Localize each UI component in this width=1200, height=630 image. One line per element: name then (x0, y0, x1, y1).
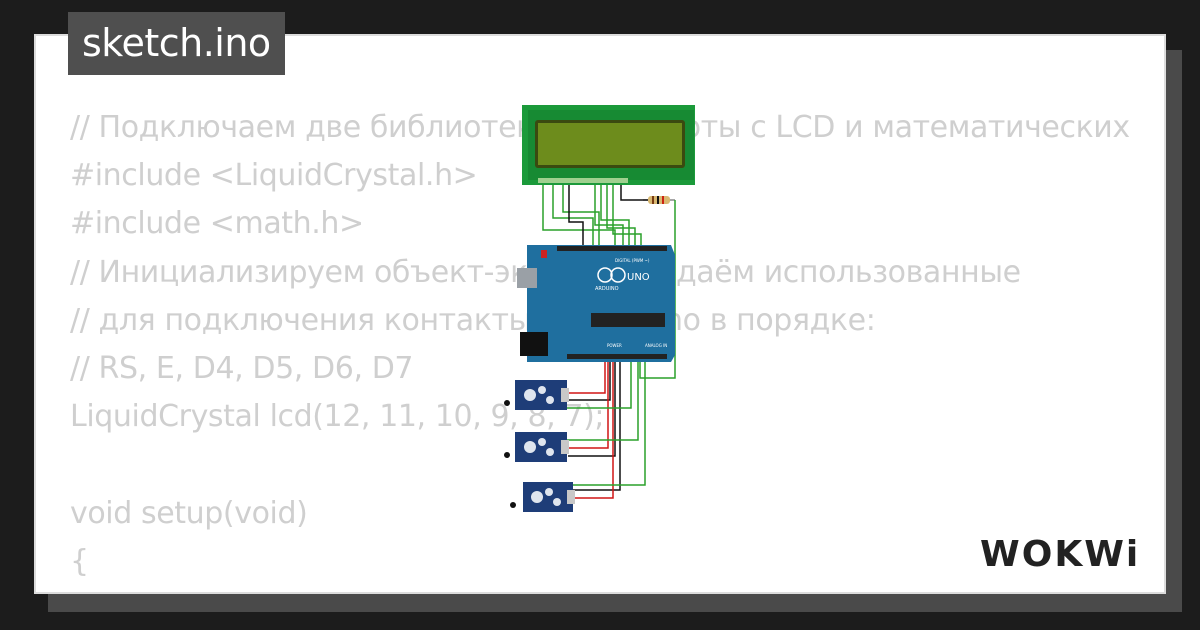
lcd-display (522, 105, 695, 185)
code-line: #include <math.h> (70, 206, 364, 242)
wokwi-logo: WOKWi (980, 534, 1140, 575)
svg-text:WOKWi: WOKWi (980, 534, 1140, 575)
temperature-sensor (504, 380, 569, 410)
file-tab: sketch.ino (68, 12, 285, 75)
code-line: #include <LiquidCrystal.h> (70, 158, 478, 194)
code-line: // RS, E, D4, D5, D6, D7 (70, 350, 414, 386)
power-label: POWER (607, 343, 622, 348)
code-line: lcd.begin(16, 2); (70, 586, 1130, 593)
arduino-board: UNO ARDUINO DIGITAL (PWM ~) ANALOG IN PO… (517, 245, 675, 362)
code-line: void setup(void) (70, 495, 308, 531)
temperature-sensor (504, 432, 569, 462)
code-line: { (70, 543, 89, 579)
resistor (643, 196, 675, 204)
file-tab-label: sketch.ino (82, 21, 271, 65)
board-brand: ARDUINO (595, 286, 619, 292)
board-label: UNO (627, 272, 650, 283)
circuit-diagram: UNO ARDUINO DIGITAL (PWM ~) ANALOG IN PO… (504, 105, 695, 512)
analog-label: ANALOG IN (645, 343, 667, 348)
wires (542, 185, 676, 499)
digital-label: DIGITAL (PWM ~) (615, 258, 650, 263)
code-line: LiquidCrystal lcd(12, 11, 10, 9, 8, 7); (70, 399, 605, 435)
temperature-sensor (510, 482, 575, 512)
